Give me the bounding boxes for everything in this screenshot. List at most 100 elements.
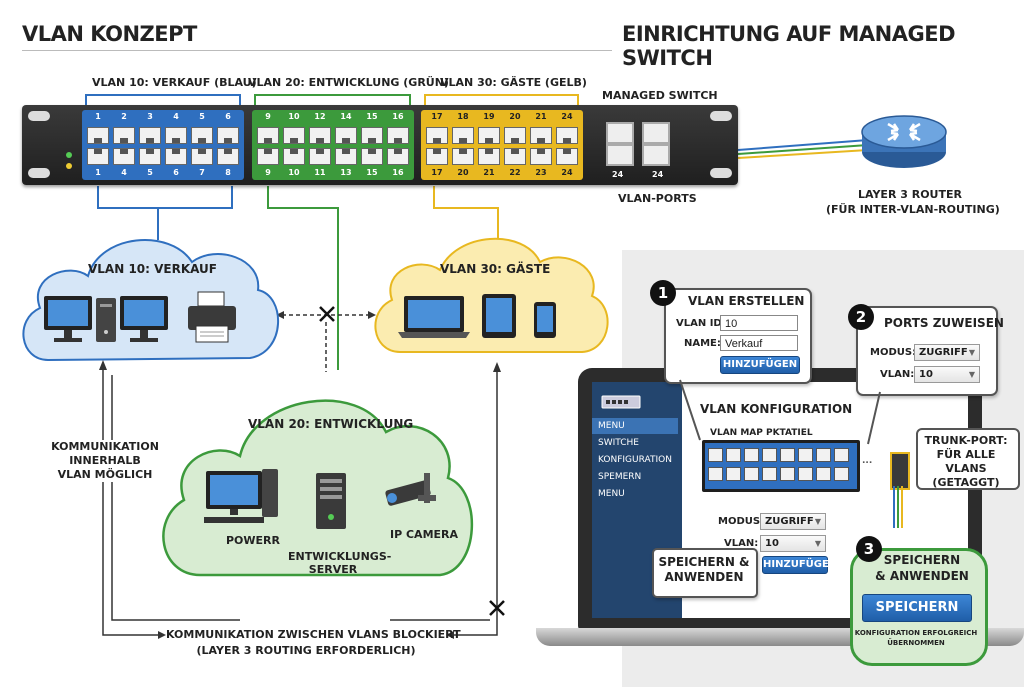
- app-switch-port[interactable]: [726, 448, 741, 462]
- app-switch-port[interactable]: [834, 467, 849, 481]
- app-switch-port[interactable]: [798, 467, 813, 481]
- switch-port[interactable]: [387, 148, 409, 165]
- arrowhead-up-right: [493, 362, 501, 372]
- sidebar-item-menu-2[interactable]: MENU: [598, 489, 625, 499]
- step3-badge: 3: [856, 536, 882, 562]
- name-input[interactable]: Verkauf: [720, 335, 798, 351]
- app-modus-select[interactable]: ZUGRIFF▼: [760, 513, 826, 530]
- chevron-down-icon: ▼: [968, 348, 975, 357]
- switch-port[interactable]: [452, 127, 474, 144]
- switch-port[interactable]: [217, 127, 239, 144]
- blocked-x-bottom: [489, 600, 505, 616]
- switch-port[interactable]: [335, 148, 357, 165]
- switch-port[interactable]: [556, 148, 578, 165]
- app-switch-port[interactable]: [798, 448, 813, 462]
- port-number: 1: [95, 168, 101, 177]
- switch-port[interactable]: [335, 127, 357, 144]
- port-number: 18: [457, 112, 469, 121]
- switch-port[interactable]: [165, 148, 187, 165]
- uplink-port[interactable]: [642, 144, 670, 166]
- app-switch-port[interactable]: [762, 467, 777, 481]
- trunk-port-box[interactable]: [890, 452, 910, 490]
- app-switch-port[interactable]: [708, 448, 723, 462]
- step2-vlan-select[interactable]: 10▼: [914, 366, 980, 383]
- dev-item-server: ENTWICKLUNGS- SERVER: [288, 550, 392, 576]
- port-number: 7: [199, 168, 205, 177]
- port-number: 1: [95, 112, 101, 121]
- uplink-port[interactable]: [606, 122, 634, 144]
- switch-port[interactable]: [361, 127, 383, 144]
- app-vlan-select[interactable]: 10▼: [760, 535, 826, 552]
- app-vlan-value: 10: [765, 538, 779, 549]
- sidebar-item-konfiguration[interactable]: KONFIGURATION: [598, 455, 672, 465]
- switch-port[interactable]: [165, 127, 187, 144]
- vlan10-cloud-title: VLAN 10: VERKAUF: [88, 262, 217, 276]
- switch-port[interactable]: [504, 148, 526, 165]
- app-switch-port[interactable]: [816, 467, 831, 481]
- step1-add-button[interactable]: HINZUFÜGEN: [720, 356, 800, 374]
- switch-port[interactable]: [426, 127, 448, 144]
- uplink-port[interactable]: [606, 144, 634, 166]
- port-number: 13: [340, 168, 352, 177]
- switch-port[interactable]: [87, 148, 109, 165]
- switch-port[interactable]: [530, 127, 552, 144]
- app-switch-port[interactable]: [726, 467, 741, 481]
- sidebar-item-menu[interactable]: MENU: [592, 418, 678, 434]
- smartphone-icon: [534, 302, 556, 338]
- port-number: 20: [509, 112, 521, 121]
- switch-port[interactable]: [452, 148, 474, 165]
- switch-port[interactable]: [139, 127, 161, 144]
- vlan30-link: [433, 186, 499, 240]
- switch-port[interactable]: [87, 127, 109, 144]
- switch-port[interactable]: [426, 148, 448, 165]
- app-switch-port[interactable]: [834, 448, 849, 462]
- switch-port[interactable]: [191, 148, 213, 165]
- port-number: 11: [314, 168, 326, 177]
- switch-port[interactable]: [504, 127, 526, 144]
- camera-icon: [385, 473, 436, 506]
- sidebar-item-switche[interactable]: SWITCHE: [598, 438, 639, 448]
- switch-port[interactable]: [191, 127, 213, 144]
- switch-port[interactable]: [309, 127, 331, 144]
- switch-port[interactable]: [257, 127, 279, 144]
- arrowhead-up-left: [99, 360, 107, 370]
- switch-port[interactable]: [283, 148, 305, 165]
- router-icon: [861, 115, 947, 168]
- uplink-port[interactable]: [642, 122, 670, 144]
- app-switch-port[interactable]: [708, 467, 723, 481]
- app-switch-port[interactable]: [780, 448, 795, 462]
- switch-port[interactable]: [139, 148, 161, 165]
- switch-port[interactable]: [478, 127, 500, 144]
- save-button[interactable]: SPEICHERN: [862, 594, 972, 622]
- port-number: 20: [457, 168, 469, 177]
- port-number: 19: [483, 112, 495, 121]
- step2-modus-select[interactable]: ZUGRIFF▼: [914, 344, 980, 361]
- app-modus-value: ZUGRIFF: [765, 516, 814, 527]
- app-switch-port[interactable]: [780, 467, 795, 481]
- switch-port[interactable]: [556, 127, 578, 144]
- vlan10-label: VLAN 10: VERKAUF (BLAU): [92, 76, 257, 89]
- vlan-id-input[interactable]: 10: [720, 315, 798, 331]
- app-switch-port[interactable]: [762, 448, 777, 462]
- app-switch-port[interactable]: [744, 467, 759, 481]
- switch-port[interactable]: [478, 148, 500, 165]
- switch-port[interactable]: [361, 148, 383, 165]
- switch-port[interactable]: [309, 148, 331, 165]
- switch-port[interactable]: [283, 127, 305, 144]
- port-number: 9: [265, 168, 271, 177]
- app-switch-port[interactable]: [816, 448, 831, 462]
- port-number: 3: [147, 112, 153, 121]
- tablet-icon: [482, 294, 516, 338]
- uplink-yellow: [737, 149, 869, 159]
- app-add-button[interactable]: HINZUFÜGEN: [762, 556, 837, 574]
- switch-port[interactable]: [257, 148, 279, 165]
- switch-port[interactable]: [113, 148, 135, 165]
- switch-port[interactable]: [217, 148, 239, 165]
- right-title: EINRICHTUNG AUF MANAGED SWITCH: [622, 22, 956, 70]
- switch-port[interactable]: [530, 148, 552, 165]
- sidebar-item-spemern[interactable]: SPEMERN: [598, 472, 642, 482]
- save-confirmation: KONFIGURATION ERFOLGREICH ÜBERNOMMEN: [854, 629, 978, 647]
- switch-port[interactable]: [113, 127, 135, 144]
- switch-port[interactable]: [387, 127, 409, 144]
- app-switch-port[interactable]: [744, 448, 759, 462]
